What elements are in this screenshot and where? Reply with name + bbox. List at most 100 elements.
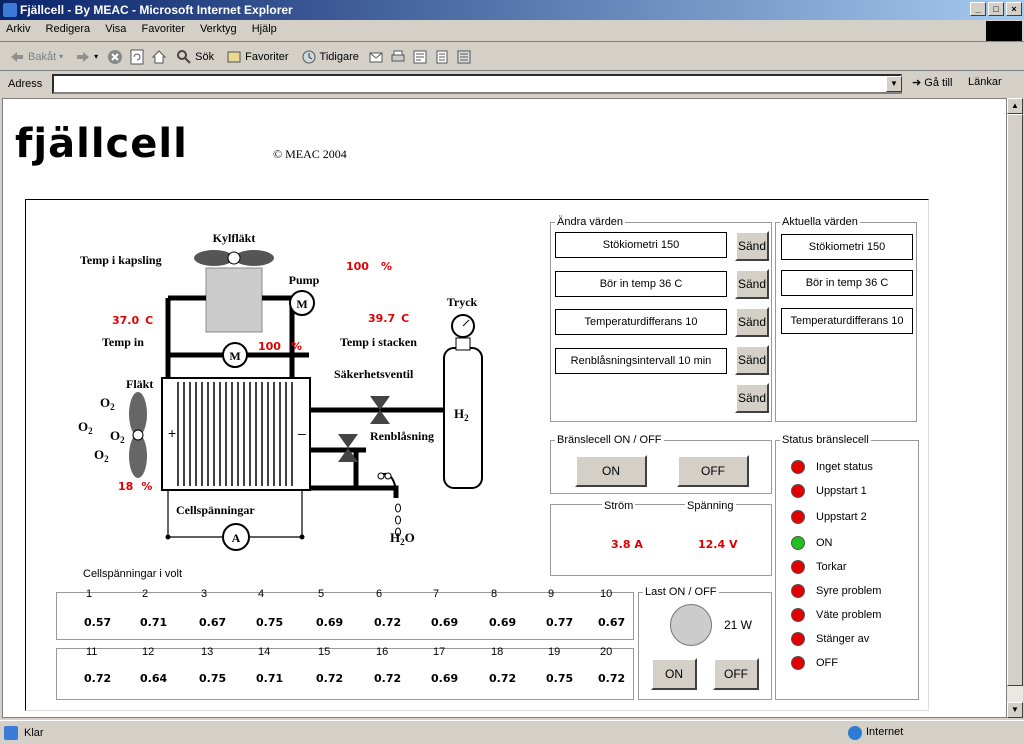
goto-label: Gå till xyxy=(924,77,953,89)
edit-icon[interactable] xyxy=(412,49,428,65)
refresh-icon[interactable] xyxy=(129,49,145,65)
kylflakt-label: Kylfläkt xyxy=(213,231,256,245)
send-button-3[interactable]: Sänd xyxy=(735,307,769,337)
zone-text: Internet xyxy=(866,726,904,738)
cell-number: 16 xyxy=(376,646,389,658)
address-bar: Adress ▼ ➜ Gå till Länkar xyxy=(0,72,1024,96)
status-led-icon xyxy=(791,584,805,598)
home-icon[interactable] xyxy=(151,49,167,65)
menu-redigera[interactable]: Redigera xyxy=(45,23,91,35)
current-values-legend: Aktuella värden xyxy=(782,216,858,228)
fuel-cell-off-button[interactable]: OFF xyxy=(677,455,749,487)
status-label: Väte problem xyxy=(816,609,882,621)
cell-voltage-value: 0.67 xyxy=(199,616,227,629)
cell-voltage-value: 0.72 xyxy=(598,672,626,685)
back-arrow-icon xyxy=(11,51,23,62)
strom-label: Ström xyxy=(602,500,636,512)
messenger-icon[interactable] xyxy=(456,49,472,65)
forward-button[interactable]: ▾ xyxy=(72,47,101,67)
temp-stacken-label: Temp i stacken xyxy=(340,335,417,349)
page-viewport: fjällcell © MEAC 2004 M M + – xyxy=(2,98,1007,718)
cell-number: 12 xyxy=(142,646,155,658)
address-input[interactable] xyxy=(52,74,902,94)
renblasning-label: Renblåsning xyxy=(370,429,434,443)
temp-in-label: Temp in xyxy=(102,335,144,349)
links-button[interactable]: Länkar xyxy=(968,76,1002,88)
goto-button[interactable]: ➜ Gå till xyxy=(912,76,952,89)
send-button-5[interactable]: Sänd xyxy=(735,383,769,413)
cell-voltage-value: 0.69 xyxy=(316,616,344,629)
window-title: Fjällcell - By MEAC - Microsoft Internet… xyxy=(20,3,293,17)
send-button-2[interactable]: Sänd xyxy=(735,269,769,299)
status-label: Stänger av xyxy=(816,633,870,645)
water-tap-icon xyxy=(377,472,397,491)
status-label: Syre problem xyxy=(816,585,882,597)
temperaturdifferans-input[interactable]: Temperaturdifferans 10 xyxy=(555,309,727,335)
close-button[interactable]: × xyxy=(1006,2,1022,16)
back-label: Bakåt xyxy=(28,50,57,63)
scroll-up-icon[interactable]: ▲ xyxy=(1007,98,1023,114)
scroll-thumb[interactable] xyxy=(1007,114,1023,686)
motor-label: M xyxy=(229,349,240,363)
forward-arrow-icon xyxy=(77,51,90,62)
mail-icon[interactable] xyxy=(368,49,384,65)
load-onoff-legend: Last ON / OFF xyxy=(645,586,717,598)
menu-favoriter[interactable]: Favoriter xyxy=(141,23,185,35)
fuel-cell-on-button[interactable]: ON xyxy=(575,455,647,487)
cells-title: Cellspänningar i volt xyxy=(83,568,183,580)
h2-label: H2 xyxy=(454,406,469,423)
ammeter-icon xyxy=(222,523,250,551)
cell-voltage-value: 0.72 xyxy=(374,672,402,685)
send-button-4[interactable]: Sänd xyxy=(735,345,769,375)
menu-verktyg[interactable]: Verktyg xyxy=(199,23,237,35)
load-off-button[interactable]: OFF xyxy=(713,658,759,690)
purge-valve-icon xyxy=(338,434,358,462)
fuel-cell-onoff-legend: Bränslecell ON / OFF xyxy=(557,434,662,446)
status-label: Torkar xyxy=(816,561,847,573)
renblasningsintervall-input[interactable]: Renblåsningsintervall 10 min xyxy=(555,348,727,374)
status-label: Inget status xyxy=(816,461,873,473)
o2-label-4: O2 xyxy=(94,447,109,464)
cell-number: 5 xyxy=(318,588,325,600)
send-button-1[interactable]: Sänd xyxy=(735,231,769,261)
back-button[interactable]: Bakåt ▾ xyxy=(6,47,66,67)
status-led-icon xyxy=(791,632,805,646)
history-button[interactable]: Tidigare xyxy=(298,47,362,67)
load-onoff-group: Last ON / OFF xyxy=(638,586,772,700)
cell-voltage-value: 0.71 xyxy=(140,616,168,629)
minimize-button[interactable]: _ xyxy=(970,2,986,16)
measurement-box xyxy=(550,504,772,576)
bor-in-temp-input[interactable]: Bör in temp 36 C xyxy=(555,271,727,297)
change-values-legend: Ändra värden xyxy=(557,216,624,228)
menu-arkiv[interactable]: Arkiv xyxy=(6,23,31,35)
cell-voltage-value: 0.72 xyxy=(84,672,112,685)
o2-label-2: O2 xyxy=(78,419,93,436)
menu-hjalp[interactable]: Hjälp xyxy=(251,23,277,35)
menu-visa[interactable]: Visa xyxy=(105,23,127,35)
stokiometri-input[interactable]: Stökiometri 150 xyxy=(555,232,727,258)
favorites-button[interactable]: Favoriter xyxy=(223,47,291,67)
address-dropdown-icon[interactable]: ▼ xyxy=(886,76,902,92)
cell-voltage-value: 0.71 xyxy=(256,672,284,685)
cell-voltage-value: 0.72 xyxy=(374,616,402,629)
maximize-button[interactable]: □ xyxy=(988,2,1004,16)
cell-voltage-value: 0.77 xyxy=(546,616,574,629)
cell-number: 18 xyxy=(491,646,504,658)
discuss-icon[interactable] xyxy=(434,49,450,65)
stop-icon[interactable] xyxy=(107,49,123,65)
cooling-fan-icon xyxy=(194,250,274,266)
print-icon[interactable] xyxy=(390,49,406,65)
load-on-button[interactable]: ON xyxy=(651,658,697,690)
vertical-scrollbar[interactable]: ▲ ▼ xyxy=(1007,98,1023,718)
cell-number: 7 xyxy=(433,588,440,600)
pump-percent-value: 100% xyxy=(346,260,392,273)
internet-zone-icon xyxy=(848,726,862,740)
scroll-down-icon[interactable]: ▼ xyxy=(1007,702,1023,718)
status-led-icon xyxy=(791,560,805,574)
status-led-icon xyxy=(791,460,805,474)
spanning-label: Spänning xyxy=(685,500,736,512)
cell-number: 4 xyxy=(258,588,265,600)
ie-icon xyxy=(3,3,17,17)
search-button[interactable]: Sök xyxy=(173,47,217,67)
